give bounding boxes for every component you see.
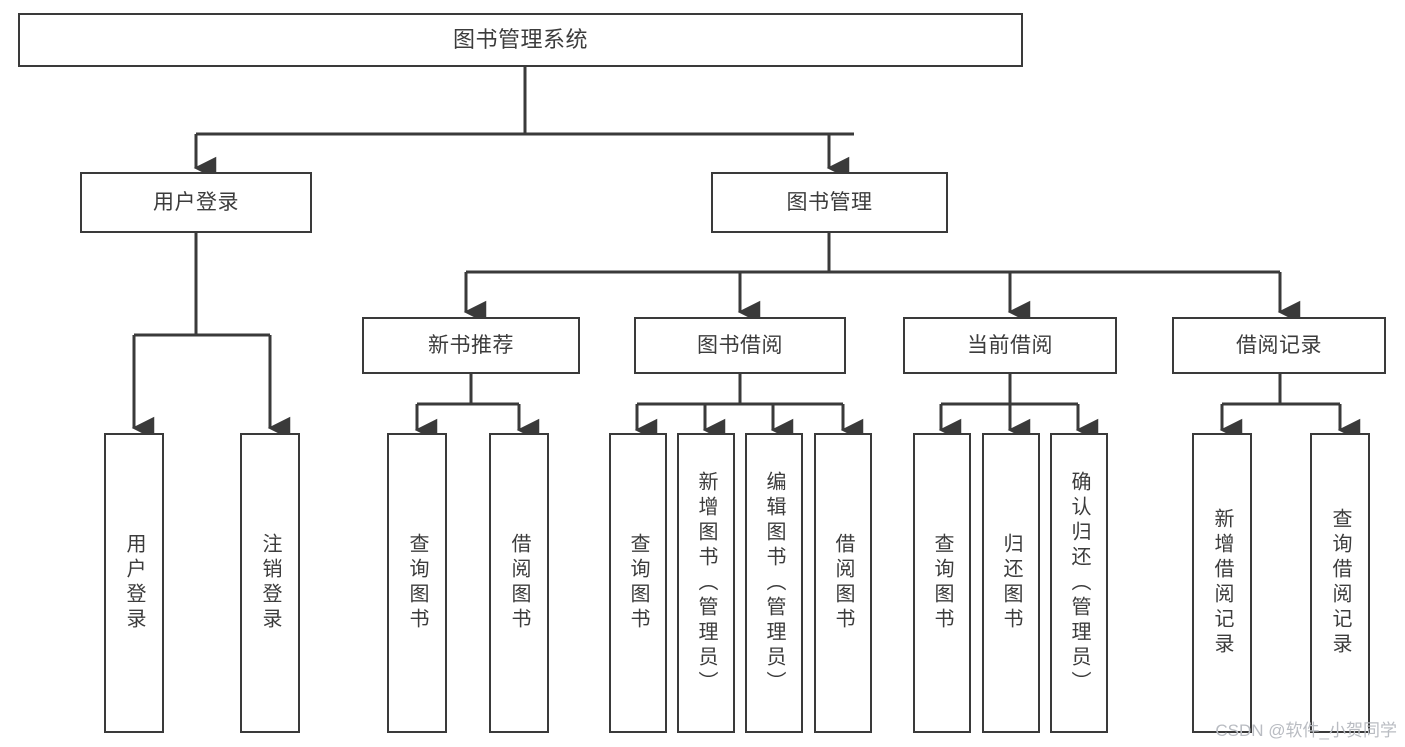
node-label: 确认归还（管理员） [1068, 470, 1090, 696]
node-label: 借阅图书 [832, 533, 854, 633]
node-label: 查询图书 [406, 533, 428, 633]
node-label: 图书管理 [786, 190, 873, 214]
node-user-login[interactable]: 用户登录 [80, 172, 312, 233]
leaf-current-confirm-return-admin[interactable]: 确认归还（管理员） [1050, 433, 1108, 733]
leaf-user-login-login[interactable]: 用户登录 [104, 433, 164, 733]
leaf-borrow-query-book[interactable]: 查询图书 [609, 433, 667, 733]
csdn-watermark: CSDN @软件_小贺同学 [1215, 721, 1397, 740]
node-label: 图书借阅 [697, 333, 783, 357]
node-label: 图书管理系统 [452, 26, 588, 52]
node-new-book-recommend[interactable]: 新书推荐 [362, 317, 580, 374]
node-label: 注销登录 [259, 533, 281, 633]
node-label: 查询图书 [931, 533, 953, 633]
leaf-recommend-query-book[interactable]: 查询图书 [387, 433, 447, 733]
leaf-borrow-add-book-admin[interactable]: 新增图书（管理员） [677, 433, 735, 733]
node-label: 新书推荐 [428, 333, 514, 357]
node-label: 借阅记录 [1236, 333, 1322, 357]
leaf-current-query-book[interactable]: 查询图书 [913, 433, 971, 733]
leaf-recommend-borrow-book[interactable]: 借阅图书 [489, 433, 549, 733]
node-borrow-record[interactable]: 借阅记录 [1172, 317, 1386, 374]
node-label: 用户登录 [153, 190, 239, 214]
node-label: 新增图书（管理员） [695, 470, 717, 696]
node-root-system[interactable]: 图书管理系统 [18, 13, 1023, 67]
node-label: 用户登录 [123, 533, 145, 633]
leaf-record-add-record[interactable]: 新增借阅记录 [1192, 433, 1252, 733]
node-label: 查询图书 [627, 533, 649, 633]
node-label: 借阅图书 [508, 533, 530, 633]
leaf-borrow-borrow-book[interactable]: 借阅图书 [814, 433, 872, 733]
node-label: 归还图书 [1000, 533, 1022, 633]
leaf-borrow-edit-book-admin[interactable]: 编辑图书（管理员） [745, 433, 803, 733]
node-current-borrow[interactable]: 当前借阅 [903, 317, 1117, 374]
leaf-record-query-record[interactable]: 查询借阅记录 [1310, 433, 1370, 733]
node-label: 编辑图书（管理员） [763, 470, 785, 696]
node-label: 当前借阅 [967, 333, 1053, 357]
node-book-borrow[interactable]: 图书借阅 [634, 317, 846, 374]
node-label: 查询借阅记录 [1329, 508, 1351, 658]
leaf-user-login-logout[interactable]: 注销登录 [240, 433, 300, 733]
leaf-current-return-book[interactable]: 归还图书 [982, 433, 1040, 733]
node-label: 新增借阅记录 [1211, 508, 1233, 658]
node-book-management[interactable]: 图书管理 [711, 172, 948, 233]
